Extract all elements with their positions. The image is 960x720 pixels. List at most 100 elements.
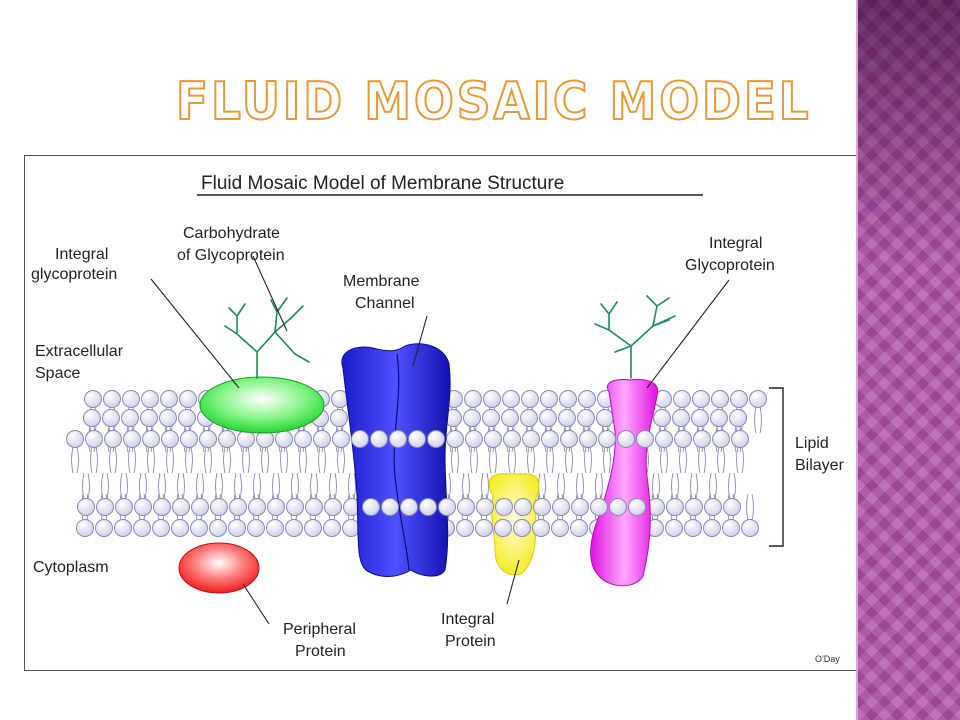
lipid-tail [291,472,299,500]
lipid-head [463,409,481,427]
lipid-tail [462,472,470,500]
lipid-tail [709,472,717,500]
lipid-head [476,498,494,516]
lipid-head [122,390,140,408]
lipid-tail [595,472,603,500]
lipid-head [286,498,304,516]
lipid-head [741,519,759,537]
membrane-diagram: Fluid Mosaic Model of Membrane Structure [24,155,856,671]
lipid-head [503,430,521,448]
lipid-head [152,519,170,537]
lipid-head [209,519,227,537]
lipid-tail [660,446,668,474]
lipid-head [551,519,569,537]
lipid-head [703,519,721,537]
lipid-head [427,430,445,448]
lipid-head [513,519,531,537]
lipid-tail [508,446,516,474]
lipid-head [484,430,502,448]
lipid-head [674,430,692,448]
lipid-tail [196,472,204,500]
lipid-head [161,430,179,448]
lipid-head [521,390,539,408]
label-cytoplasm: Cytoplasm [33,559,109,576]
lipid-head [381,498,399,516]
lipid-tail [318,446,326,474]
lipid-head [541,430,559,448]
membrane-diagram-svg: Fluid Mosaic Model of Membrane Structure [31,173,845,664]
lipid-tail [698,446,706,474]
lipid-head [653,409,671,427]
lipid-tail [451,446,459,474]
lipid-head [558,409,576,427]
lipid-tail [489,446,497,474]
lipid-head [83,409,101,427]
lipid-tail [746,493,754,521]
peripheral-protein [178,542,260,594]
lipid-tail [71,446,79,474]
lipid-head [456,519,474,537]
lipid-head [577,409,595,427]
lipid-head [84,390,102,408]
lipid-head [115,498,133,516]
lipid-head [370,430,388,448]
lipid-tail [158,472,166,500]
lipid-head [730,390,748,408]
lipid-head [571,498,589,516]
lipid-head [494,519,512,537]
lipid-head [96,498,114,516]
lipid-head [229,498,247,516]
lipid-bilayer-bracket [769,387,784,547]
lipid-tail [120,472,128,500]
lipid-head [655,430,673,448]
lipid-head [228,519,246,537]
lipid-tail [139,472,147,500]
lipid-head [275,430,293,448]
lipid-head [672,409,690,427]
lipid-head [178,409,196,427]
lipid-tail [690,472,698,500]
lipid-tail [728,472,736,500]
lipid-tail [166,446,174,474]
lipid-head [104,430,122,448]
lipid-tail [101,472,109,500]
lipid-tail [234,472,242,500]
label-carbohydrate: Carbohydrate of Glycoprotein [177,225,285,264]
lipid-head [210,498,228,516]
lipid-head [552,498,570,516]
lipid-head [114,519,132,537]
lipid-head [685,498,703,516]
lipid-tail [652,472,660,500]
lipid-head [191,498,209,516]
lipid-head [267,498,285,516]
lipid-head [362,498,380,516]
slide-title: FLUID MOSAIC MODEL [175,72,812,132]
lipid-head [180,430,198,448]
carbohydrate-chain-right [594,295,676,379]
lipid-head [285,519,303,537]
lipid-head [171,519,189,537]
lipid-head [483,390,501,408]
lipid-head [598,430,616,448]
label-peripheral-protein: Peripheral Protein [283,621,360,660]
lipid-head [102,409,120,427]
lipid-head [95,519,113,537]
lipid-heads-front [351,430,654,516]
lipid-head [332,430,350,448]
lipid-tail [754,406,762,434]
lipid-head [199,430,217,448]
lipid-tail [557,472,565,500]
lipid-head [691,409,709,427]
membrane-channel [341,343,451,577]
lipid-head [313,430,331,448]
lipid-head [85,430,103,448]
lipid-tail [603,446,611,474]
lipid-tail [82,472,90,500]
diagram-title: Fluid Mosaic Model of Membrane Structure [201,173,564,194]
lipid-head [711,390,729,408]
lipid-head [304,519,322,537]
lipid-tail [261,446,269,474]
lipid-head [729,409,747,427]
lipid-head [330,409,348,427]
lipid-head [514,498,532,516]
